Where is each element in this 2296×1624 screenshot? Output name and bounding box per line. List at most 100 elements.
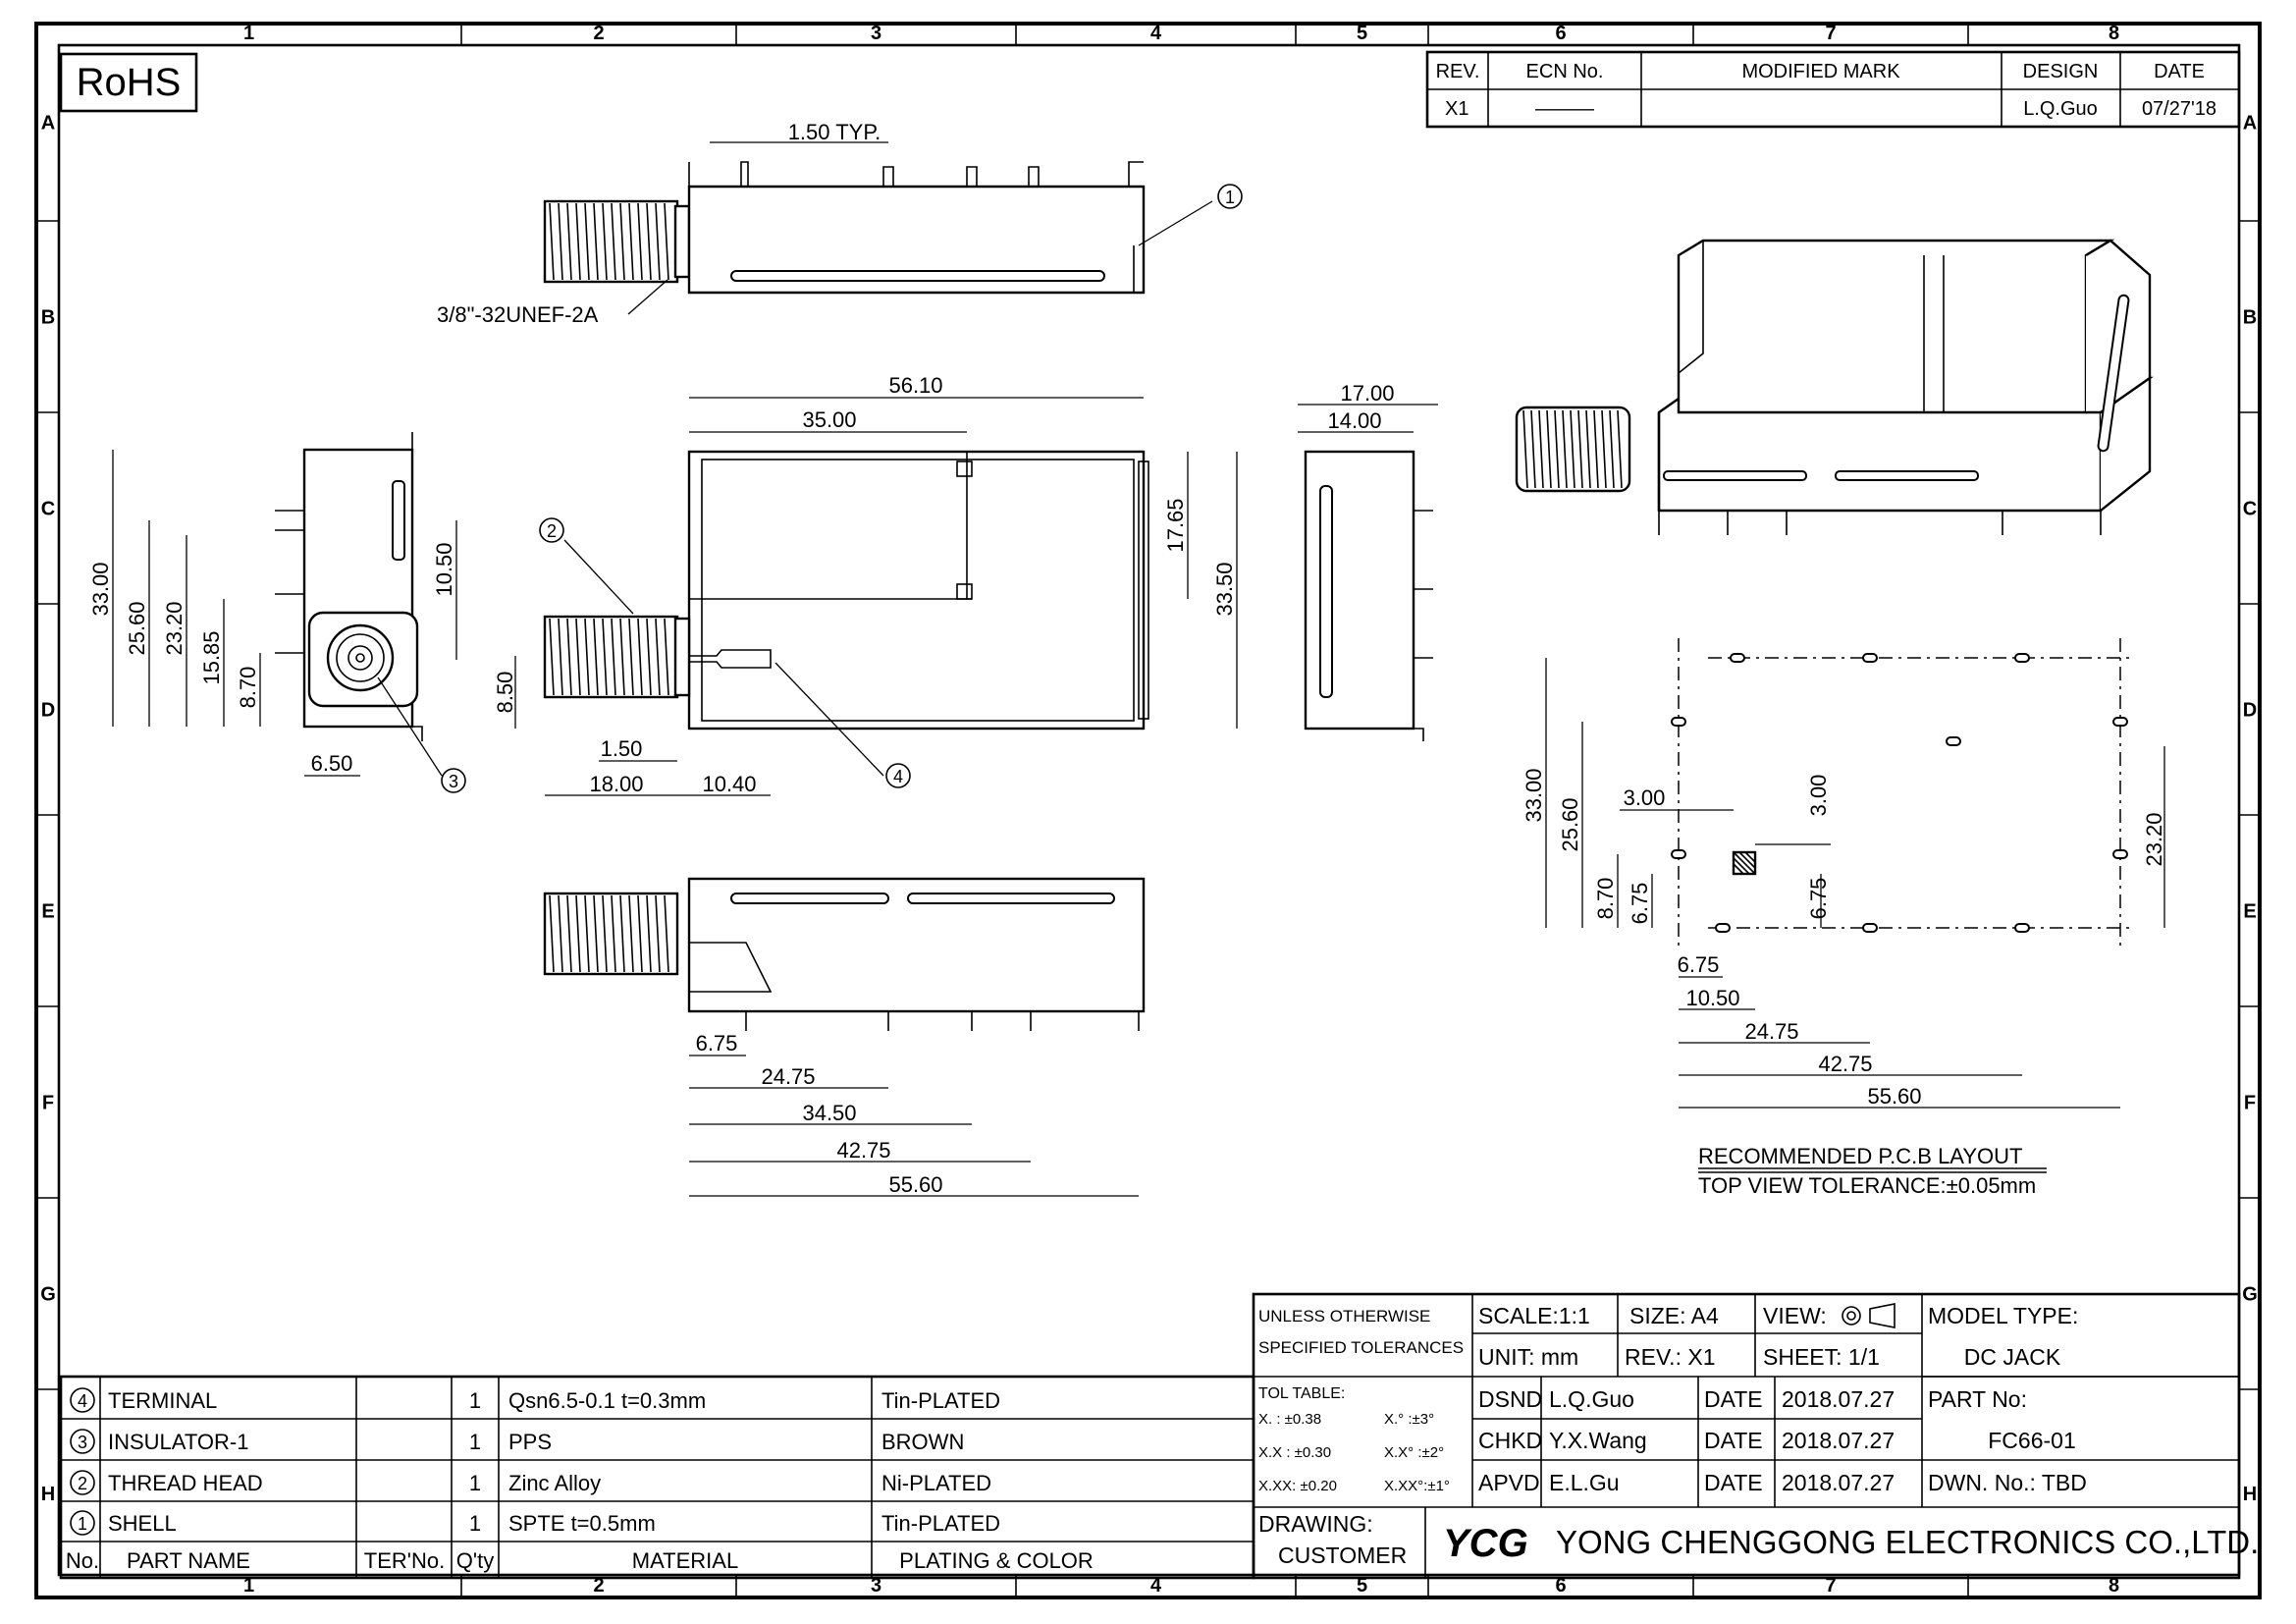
svg-text:23.20: 23.20 bbox=[2142, 812, 2166, 866]
svg-text:10.50: 10.50 bbox=[1685, 986, 1739, 1010]
svg-text:3.00: 3.00 bbox=[1806, 775, 1831, 817]
svg-text:2018.07.27: 2018.07.27 bbox=[1782, 1470, 1895, 1495]
approver: E.L.Gu bbox=[1549, 1470, 1620, 1495]
bom-cell: INSULATOR-1 bbox=[108, 1430, 248, 1454]
drawing-number: DWN. No.: TBD bbox=[1928, 1470, 2087, 1495]
svg-text:X.XX°:±1°: X.XX°:±1° bbox=[1384, 1478, 1450, 1494]
pcb-title: RECOMMENDED P.C.B LAYOUT bbox=[1698, 1144, 2022, 1168]
rev-value: X1 bbox=[1445, 98, 1468, 120]
zone-column-label: 4 bbox=[1150, 23, 1162, 44]
bom-cell: Tin-PLATED bbox=[881, 1388, 1000, 1413]
ecn-value: ——— bbox=[1535, 98, 1594, 120]
bom-cell: 1 bbox=[469, 1430, 481, 1454]
projection-symbol-icon bbox=[1842, 1306, 1861, 1326]
zone-column-label: 3 bbox=[871, 1575, 881, 1597]
front-view: 56.10 35.00 17.65 33.50 8.50 1.50 18.00 … bbox=[493, 373, 1238, 796]
zone-column-label: 7 bbox=[1825, 23, 1836, 44]
isometric-view bbox=[1515, 239, 2154, 535]
bom-cell: BROWN bbox=[881, 1430, 964, 1454]
zone-row-label: D bbox=[2243, 700, 2257, 722]
zone-row-label: G bbox=[40, 1284, 56, 1306]
bom-cell: 4 bbox=[78, 1391, 87, 1411]
zone-row-label: C bbox=[41, 499, 55, 520]
svg-text:No.: No. bbox=[66, 1548, 99, 1573]
svg-text:X.X° :±2°: X.X° :±2° bbox=[1384, 1444, 1444, 1461]
zone-column-label: 8 bbox=[2109, 1575, 2119, 1597]
modified-mark-header: MODIFIED MARK bbox=[1741, 61, 1900, 82]
svg-text:55.60: 55.60 bbox=[888, 1172, 942, 1197]
svg-text:2018.07.27: 2018.07.27 bbox=[1782, 1386, 1895, 1412]
svg-text:6.50: 6.50 bbox=[311, 751, 353, 776]
side-view: 33.00 25.60 23.20 15.85 8.70 10.50 6.50 … bbox=[88, 432, 466, 793]
pcb-hole bbox=[2112, 717, 2128, 727]
pcb-tolerance: TOP VIEW TOLERANCE:±0.05mm bbox=[1698, 1173, 2036, 1198]
svg-text:DRAWING:: DRAWING: bbox=[1258, 1511, 1373, 1537]
thread-head-front bbox=[543, 615, 679, 699]
bom-cell: Zinc Alloy bbox=[508, 1471, 601, 1495]
rohs-box bbox=[59, 52, 198, 113]
svg-text:1.50: 1.50 bbox=[601, 736, 643, 761]
date-value: 07/27'18 bbox=[2142, 98, 2216, 120]
svg-text:55.60: 55.60 bbox=[1867, 1084, 1921, 1109]
zone-column-label: 1 bbox=[243, 23, 254, 44]
svg-text:33.00: 33.00 bbox=[1522, 768, 1546, 822]
pcb-hole bbox=[1862, 923, 1878, 933]
pcb-hole bbox=[1862, 653, 1878, 663]
outer-frame bbox=[34, 22, 2262, 1599]
thread-head bbox=[543, 199, 679, 284]
pcb-hole bbox=[1730, 653, 1745, 663]
bom-cell: THREAD HEAD bbox=[108, 1471, 263, 1495]
svg-text:17.65: 17.65 bbox=[1163, 498, 1188, 552]
bom-balloon bbox=[70, 1470, 95, 1495]
thread-spec: 3/8"-32UNEF-2A bbox=[437, 302, 599, 327]
svg-text:CHKD: CHKD bbox=[1478, 1428, 1542, 1453]
svg-text:PLATING & COLOR: PLATING & COLOR bbox=[899, 1548, 1094, 1573]
balloon-4 bbox=[885, 763, 911, 788]
design-header: DESIGN bbox=[2023, 61, 2099, 82]
svg-text:8.70: 8.70 bbox=[236, 667, 260, 709]
company-logo: YCG bbox=[1443, 1522, 1528, 1565]
svg-text:Q'ty: Q'ty bbox=[456, 1548, 494, 1573]
unit: UNIT: mm bbox=[1478, 1344, 1578, 1370]
pcb-hole bbox=[1715, 923, 1731, 933]
part-number: FC66-01 bbox=[1988, 1428, 2075, 1453]
zone-column-label: 2 bbox=[593, 1575, 604, 1597]
pcb-layout: 33.00 25.60 8.70 6.75 3.00 3.00 6.75 23.… bbox=[1522, 638, 2166, 1198]
svg-text:DATE: DATE bbox=[1704, 1470, 1763, 1495]
bom-cell: 1 bbox=[78, 1514, 87, 1534]
svg-text:10.50: 10.50 bbox=[432, 542, 456, 596]
svg-text:6.75: 6.75 bbox=[1628, 883, 1652, 925]
svg-text:UNLESS OTHERWISE: UNLESS OTHERWISE bbox=[1258, 1307, 1430, 1326]
svg-text:23.20: 23.20 bbox=[162, 601, 187, 655]
svg-text:2018.07.27: 2018.07.27 bbox=[1782, 1428, 1895, 1453]
svg-text:42.75: 42.75 bbox=[836, 1138, 890, 1163]
zone-row-label: C bbox=[2243, 499, 2257, 520]
svg-text:34.50: 34.50 bbox=[802, 1101, 856, 1125]
pcb-hole bbox=[2014, 653, 2030, 663]
svg-text:25.60: 25.60 bbox=[125, 601, 149, 655]
bom-cell: Tin-PLATED bbox=[881, 1511, 1000, 1536]
checker: Y.X.Wang bbox=[1549, 1428, 1647, 1453]
svg-text:33.00: 33.00 bbox=[88, 562, 113, 616]
zone-column-label: 5 bbox=[1357, 23, 1367, 44]
revision-table: REV. ECN No. MODIFIED MARK DESIGN DATE X… bbox=[1425, 50, 2241, 129]
svg-text:X.X : ±0.30: X.X : ±0.30 bbox=[1258, 1444, 1331, 1461]
zone-column-label: 6 bbox=[1555, 1575, 1566, 1597]
zone-column-label: 2 bbox=[593, 23, 604, 44]
bom-cell: SHELL bbox=[108, 1511, 177, 1536]
svg-text:TOL TABLE:: TOL TABLE: bbox=[1258, 1385, 1345, 1402]
bom-balloon bbox=[70, 1510, 95, 1536]
bom-cell: PPS bbox=[508, 1430, 552, 1454]
svg-text:35.00: 35.00 bbox=[802, 407, 856, 432]
designer: L.Q.Guo bbox=[1549, 1386, 1634, 1412]
svg-text:X.° :±3°: X.° :±3° bbox=[1384, 1411, 1434, 1428]
svg-text:56.10: 56.10 bbox=[888, 373, 942, 398]
svg-text:24.75: 24.75 bbox=[1744, 1019, 1798, 1044]
shell-slot bbox=[730, 270, 1105, 282]
date-header: DATE bbox=[2154, 61, 2205, 82]
svg-text:DSND: DSND bbox=[1478, 1386, 1542, 1412]
bom-cell: 1 bbox=[469, 1471, 481, 1495]
right-view: 17.00 14.00 bbox=[1298, 381, 1438, 741]
